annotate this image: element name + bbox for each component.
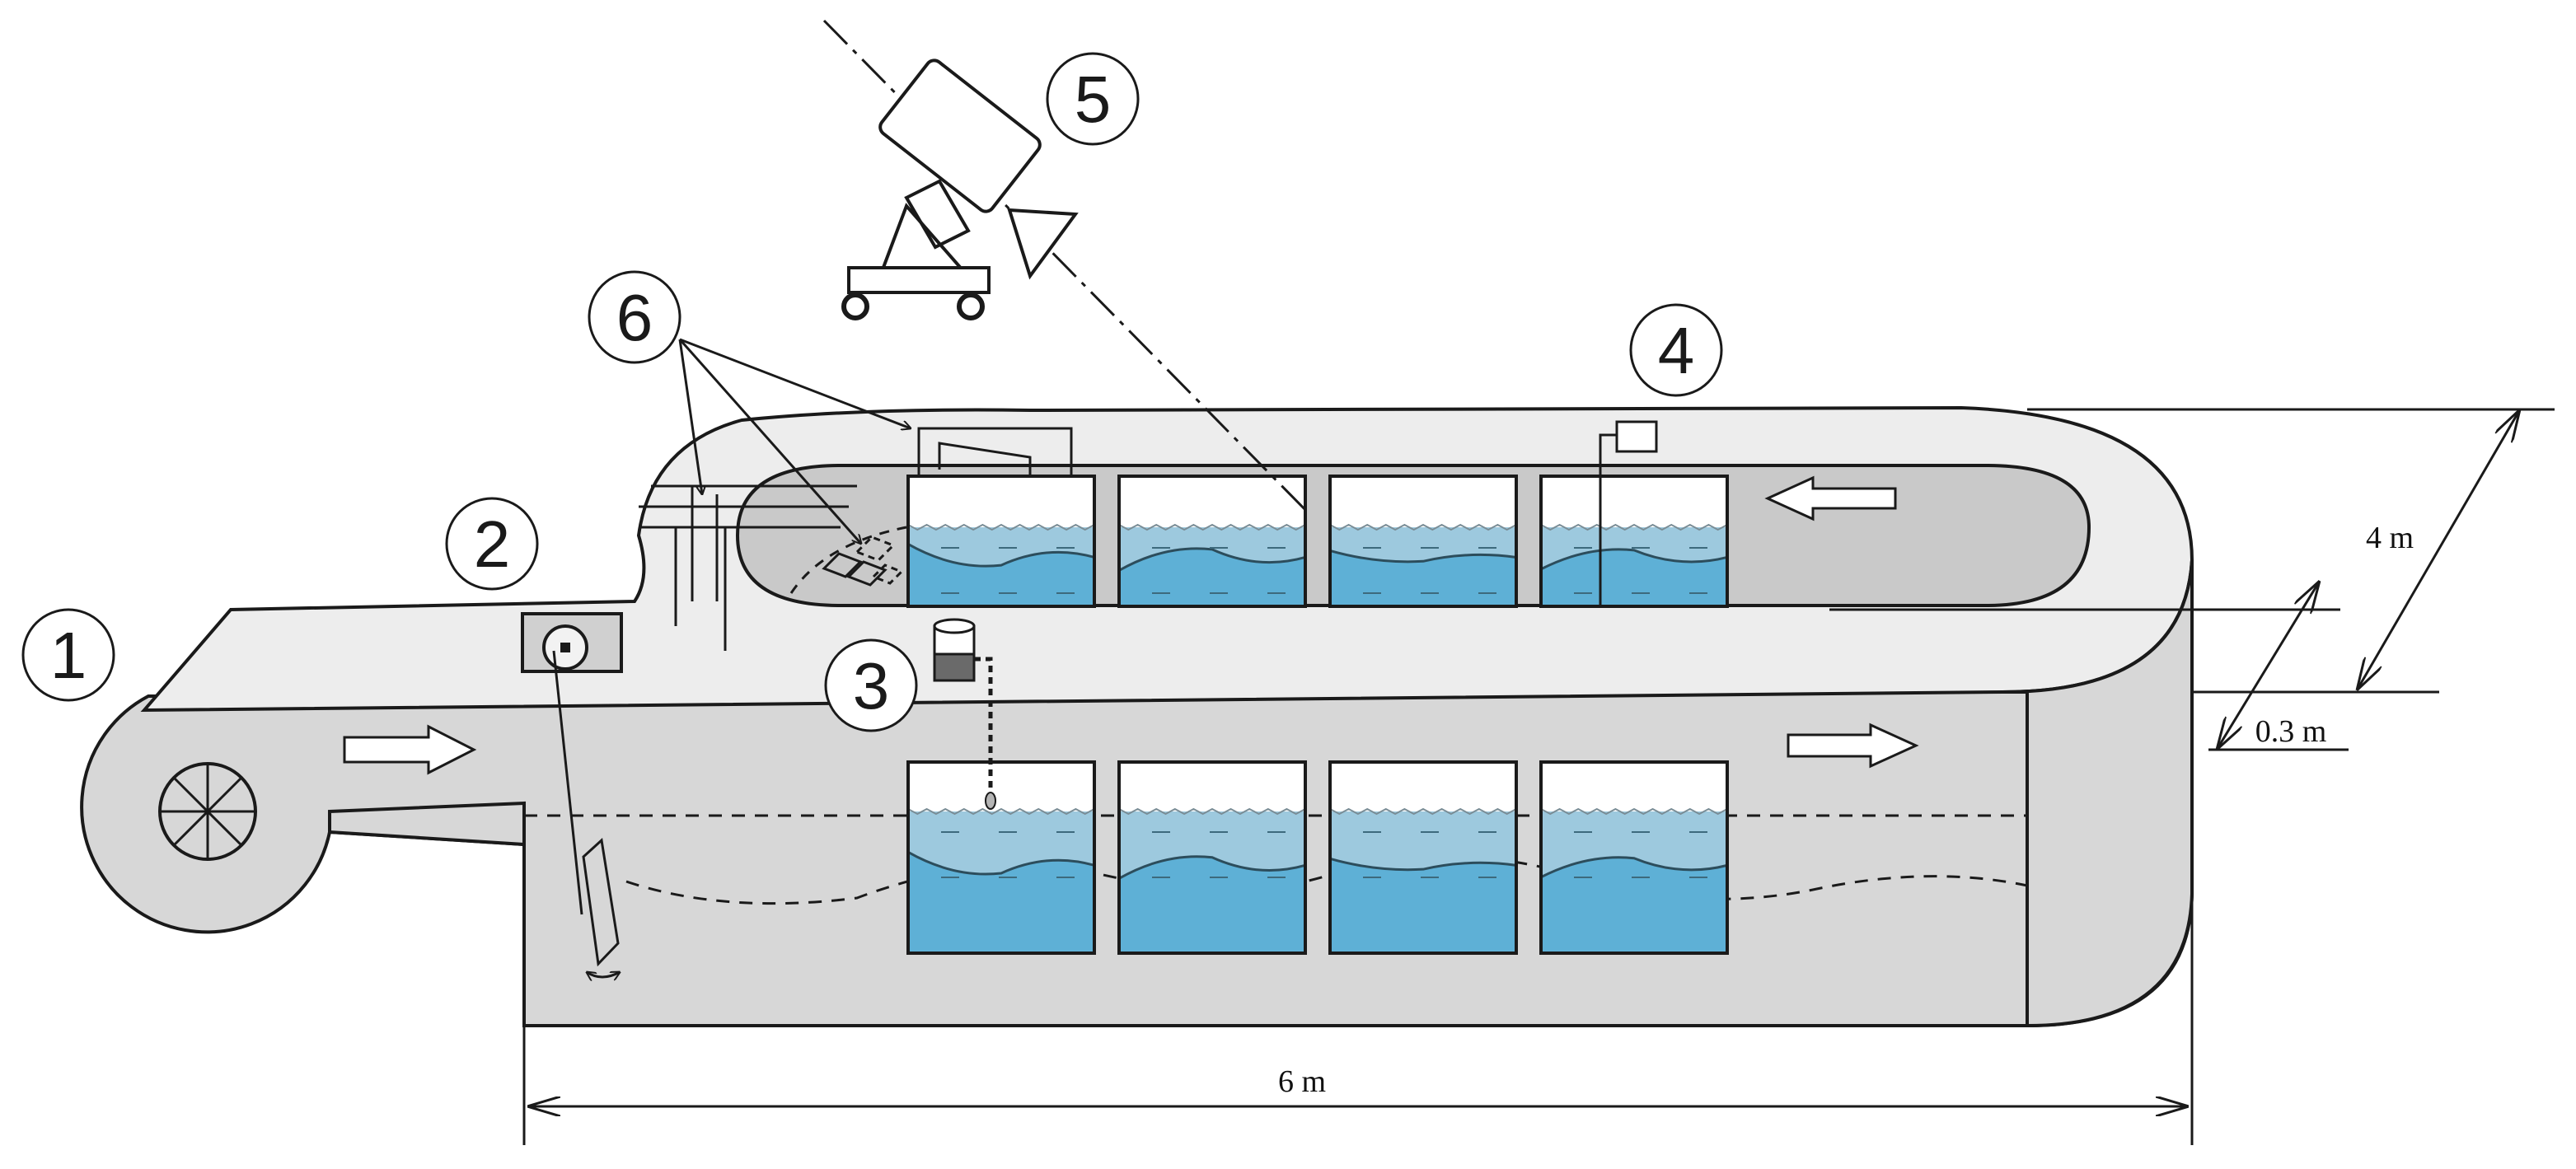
fan-unit [158,762,257,861]
cart-wheel-icon [957,292,985,320]
dimension-width-line [2357,409,2520,690]
callout-4: 4 [1629,303,1723,397]
window-panel [906,475,1096,608]
svg-text:6: 6 [616,281,653,354]
window-panel [1328,475,1518,608]
camera-lens [1007,208,1079,280]
upper-window-panels [906,475,1729,608]
dimension-channel-line [2217,581,2320,750]
callout-5: 5 [1046,52,1140,146]
svg-text:5: 5 [1075,63,1112,136]
window-panel [1117,475,1307,608]
window-panel [1328,760,1518,955]
dye-injector [933,618,996,810]
dimension-length-label: 6 m [1278,1064,1326,1099]
island-dashed-curve [789,526,907,594]
svg-text:4: 4 [1658,314,1695,387]
dimension-channel-label: 0.3 m [2255,714,2327,749]
camera-icon [878,58,1042,213]
fan-blades [160,764,255,859]
cart-wheel-icon [841,292,869,320]
window-panel [1539,760,1729,955]
wave-generator [521,612,623,977]
paddle-plate [582,838,620,967]
camera-rig [822,19,1312,517]
sensor-unit [1599,420,1658,606]
flume-outlet [328,801,526,847]
lower-window-panels [906,760,1729,955]
svg-text:3: 3 [853,649,890,722]
flow-arrow-inlet [343,724,477,775]
dimension-width-label: 4 m [2366,521,2414,555]
svg-text:2: 2 [474,507,511,581]
window-panel [1117,760,1307,955]
callout-2: 2 [445,497,539,591]
paddle-oscillation-arrow [587,972,620,977]
callout-1: 1 [21,608,115,702]
sensor-box [1615,420,1658,453]
dimensions: 6 m 4 m 0.3 m [522,409,2520,1145]
window-panel [1539,475,1729,608]
callout-6: 6 [588,270,681,364]
camera-cart [847,266,991,294]
flow-arrow-outlet [1787,722,1919,769]
flow-arrow-return [1764,475,1897,521]
window-panel [906,760,1096,955]
svg-text:1: 1 [50,619,87,692]
flume-body [80,405,2555,1028]
callout-6-leaders [678,338,911,544]
flow-arrows [343,475,1919,775]
callout-3: 3 [824,638,918,732]
